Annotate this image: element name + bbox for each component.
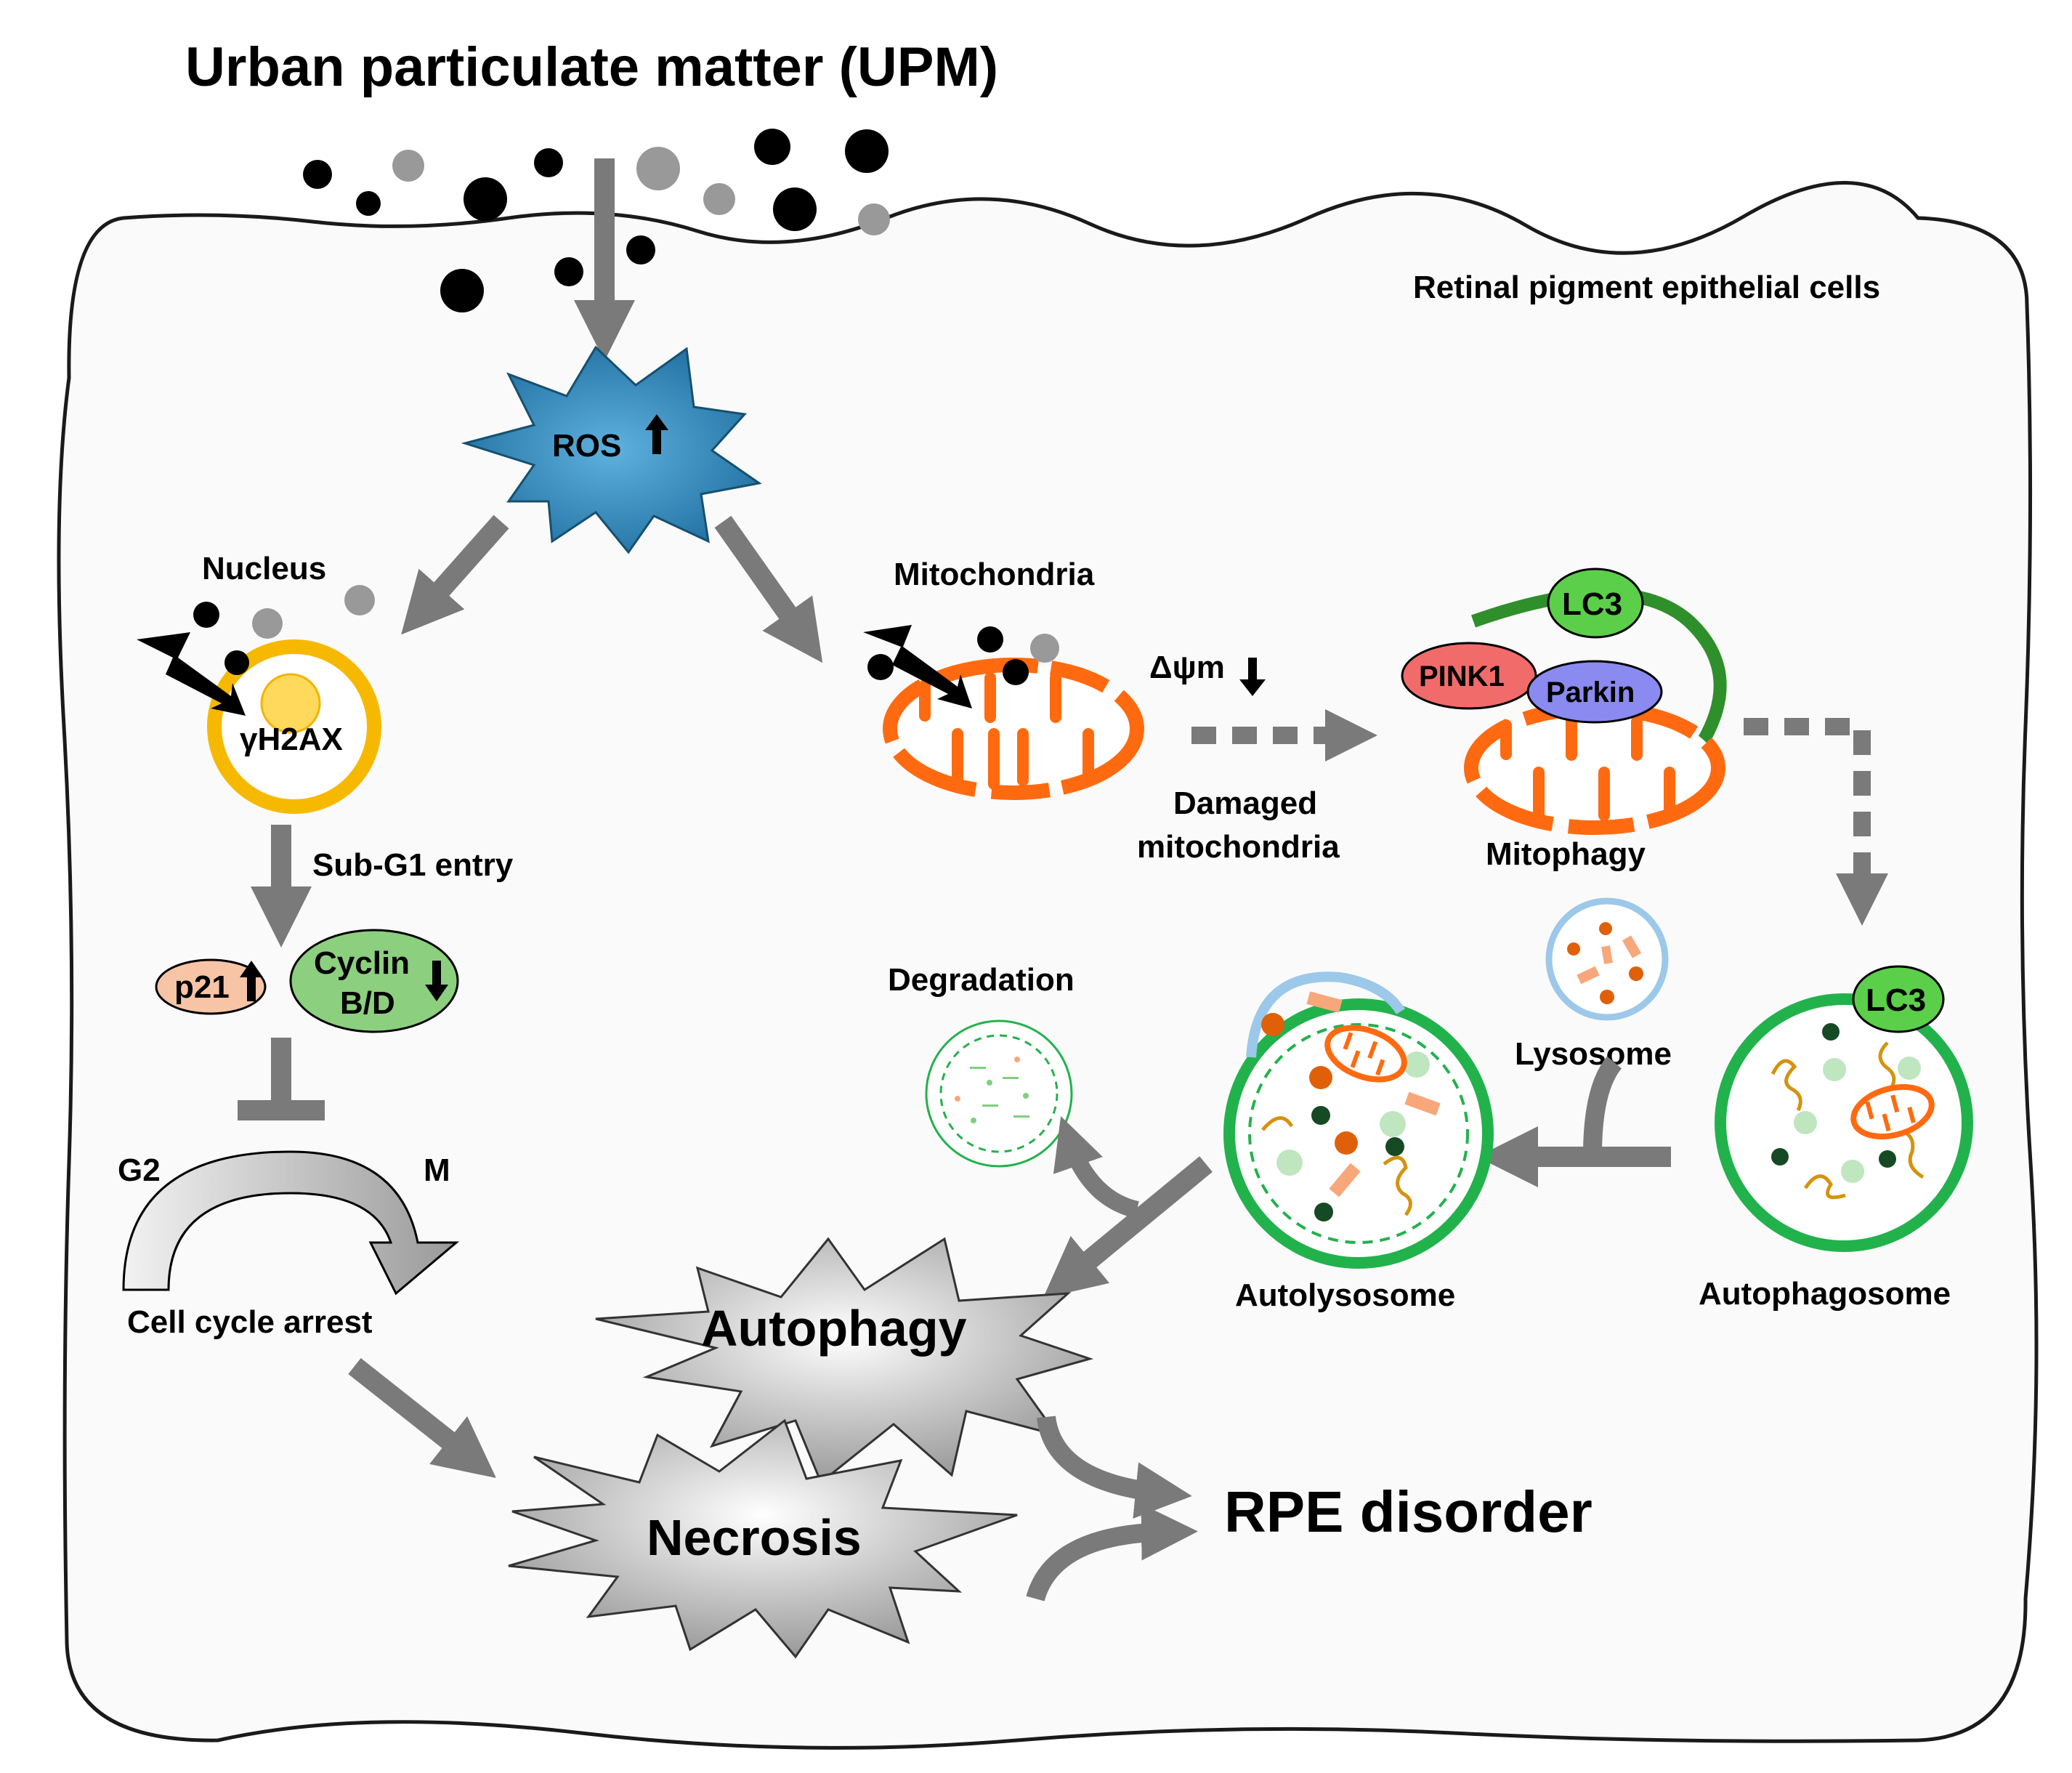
particle-dot xyxy=(636,147,680,190)
lc3-label: LC3 xyxy=(1866,982,1926,1018)
arrow-ros-to-nucleus xyxy=(401,514,509,635)
particle-dot xyxy=(440,269,484,312)
degradation-vesicle xyxy=(925,1019,1073,1168)
engulfed-mitochondrion xyxy=(1850,1083,1935,1140)
particle-dot xyxy=(392,150,424,182)
ros-burst: ROS xyxy=(461,345,762,554)
lc3-protein xyxy=(1547,568,1644,639)
lightning-icon xyxy=(137,632,246,716)
m-label: M xyxy=(424,1152,450,1188)
down-arrow-icon xyxy=(1239,658,1266,696)
autophagosome xyxy=(1715,993,1973,1252)
particle-dot xyxy=(303,160,332,189)
burst-star-icon xyxy=(461,345,762,554)
particle-dot xyxy=(464,177,507,221)
rpe-disorder-label: RPE disorder xyxy=(1224,1479,1593,1544)
cell-cycle-regulators: p21 Cyclin B/D xyxy=(155,929,459,1033)
g2-label: G2 xyxy=(118,1152,161,1188)
cell-cycle-arrest-label: Cell cycle arrest xyxy=(127,1304,373,1340)
particle-dot xyxy=(344,585,375,615)
autophagy-label: Autophagy xyxy=(701,1300,967,1357)
arrow-autophagy-to-rpe xyxy=(1037,1415,1192,1519)
mitochondria-label: Mitochondria xyxy=(894,557,1095,592)
necrosis-burst: Necrosis xyxy=(508,1418,1018,1659)
nucleus-label: Nucleus xyxy=(202,551,326,586)
particle-dot xyxy=(867,654,894,680)
arrow-ros-to-mitochondria xyxy=(714,515,823,663)
pink1-label: PINK1 xyxy=(1419,661,1505,692)
particle-dot xyxy=(845,129,889,173)
particle-dot xyxy=(1003,659,1029,685)
nucleus-group: Nucleus γH2AX xyxy=(137,551,381,814)
particle-dot xyxy=(224,650,249,675)
up-arrow-icon xyxy=(240,961,263,1001)
degradation-group: Degradation xyxy=(888,962,1075,1168)
autophagosome-label: Autophagosome xyxy=(1699,1276,1951,1312)
parkin-label: Parkin xyxy=(1546,677,1635,708)
lysosome-fusion-membrane xyxy=(1246,972,1405,1058)
particle-dot xyxy=(1030,634,1059,663)
membrane-potential-label: Δψm xyxy=(1149,650,1225,685)
lysosome-group: Lysosome xyxy=(1515,897,1672,1072)
particle-dot xyxy=(703,183,735,215)
lysosome-label: Lysosome xyxy=(1515,1036,1672,1072)
arrow-arrest-to-necrosis xyxy=(348,1358,496,1479)
damaged-label-line1: Damaged xyxy=(1173,785,1317,821)
gamma-h2ax-label: γH2AX xyxy=(240,722,343,757)
cyclin-protein xyxy=(289,929,459,1033)
upm-particles xyxy=(303,129,890,312)
autolysosome-group: Autolysosome xyxy=(1223,972,1494,1313)
cyclin-label-line1: Cyclin xyxy=(314,945,410,981)
mitophagy-label: Mitophagy xyxy=(1486,836,1646,872)
sub-g1-label: Sub-G1 entry xyxy=(312,847,514,883)
particle-dot xyxy=(554,257,583,286)
burst-star-icon xyxy=(508,1418,1018,1659)
particle-dot xyxy=(773,187,817,231)
p21-protein xyxy=(155,958,267,1015)
arrow-fusion-to-autolysosome xyxy=(1477,1056,1671,1187)
down-arrow-icon xyxy=(425,961,448,1001)
autophagy-burst: Autophagy xyxy=(595,1237,1094,1485)
damaged-label-line2: mitochondria xyxy=(1137,829,1340,865)
necrosis-label: Necrosis xyxy=(647,1509,862,1566)
burst-star-icon xyxy=(595,1237,1094,1485)
arrow-autolysosome-outputs xyxy=(1043,1116,1213,1299)
nucleolus xyxy=(260,673,321,734)
particle-dot xyxy=(252,608,283,639)
p21-label: p21 xyxy=(174,969,230,1005)
mitochondria-group: Mitochondria xyxy=(863,557,1144,800)
particle-dot xyxy=(356,191,381,216)
particle-dot xyxy=(626,235,655,264)
cell-membrane xyxy=(57,181,2039,1750)
up-arrow-icon xyxy=(645,414,668,454)
lc3-label: LC3 xyxy=(1562,586,1622,622)
cell-cycle-arc: G2 M Cell cycle arrest xyxy=(118,1150,460,1340)
particle-dot xyxy=(754,129,790,165)
lightning-icon xyxy=(863,625,972,708)
particle-dot xyxy=(193,602,219,628)
cristae xyxy=(1500,716,1675,821)
arrow-necrosis-to-rpe xyxy=(1026,1503,1198,1602)
autolysosome-label: Autolysosome xyxy=(1235,1277,1455,1313)
cell-cycle-arrow-icon xyxy=(122,1150,460,1296)
cell-type-label: Retinal pigment epithelial cells xyxy=(1413,270,1880,305)
lc3-protein xyxy=(1852,965,1945,1033)
particle-dot xyxy=(534,148,563,177)
cristae xyxy=(919,672,1094,790)
parkin-protein xyxy=(1526,660,1663,724)
particle-dot xyxy=(977,626,1003,653)
diagram-title: Urban particulate matter (UPM) xyxy=(185,36,998,98)
cyclin-label-line2: B/D xyxy=(340,985,395,1021)
degradation-label: Degradation xyxy=(888,962,1075,998)
mitophagy-group: LC3 PINK1 Parkin Mitophagy xyxy=(1401,568,1727,872)
autophagosome-group: LC3 Autophagosome xyxy=(1699,965,1973,1312)
particle-dot xyxy=(858,203,890,235)
ros-label: ROS xyxy=(552,428,621,464)
inhibition-icon xyxy=(238,1038,325,1120)
